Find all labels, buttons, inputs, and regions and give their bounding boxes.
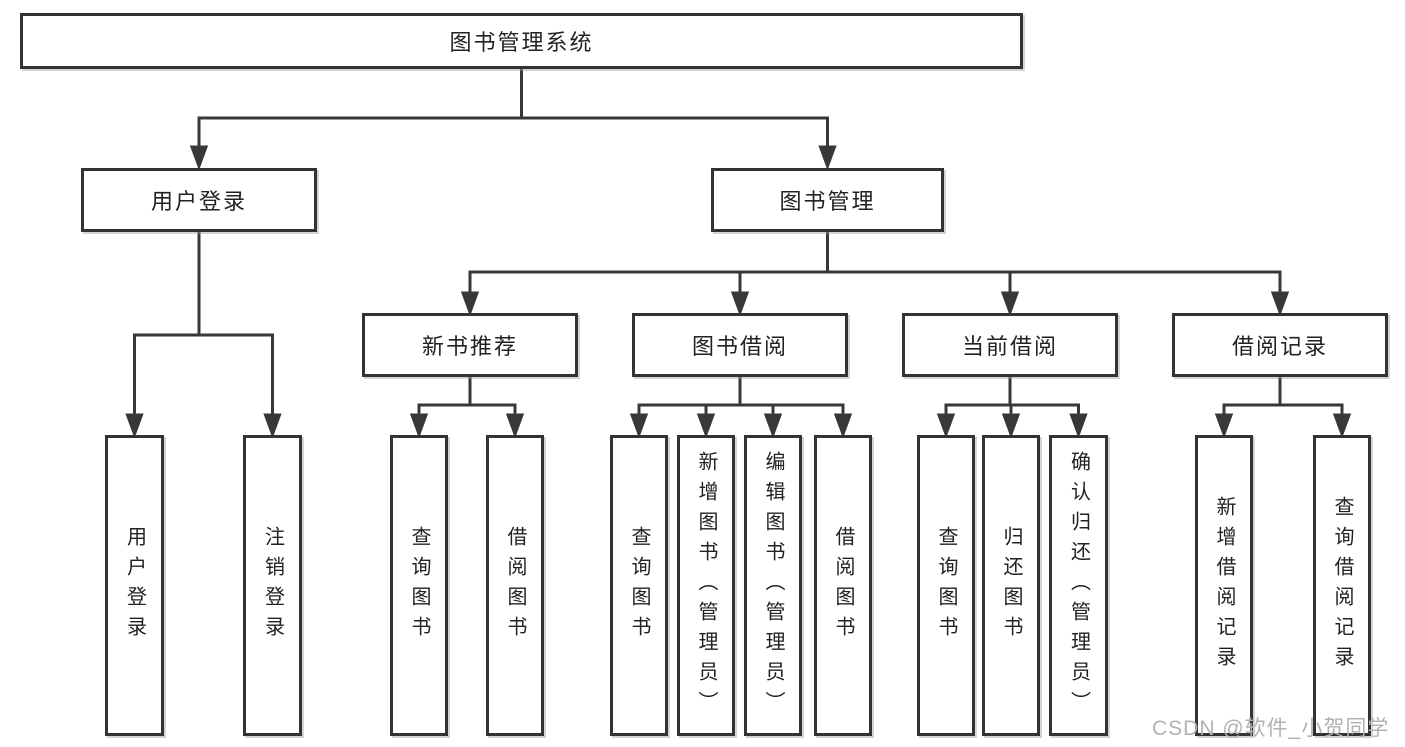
node-label: 图书管理 [779,189,876,214]
node-label: 查询图书 [935,525,957,646]
node-label: 查询图书 [408,525,430,646]
node-label: 用户登录 [150,189,247,214]
connector-borrowing-records-to-children [1214,377,1352,439]
node-new-book-recommend: 新书推荐 [362,313,578,377]
leaf-user-login: 用户登录 [105,435,164,736]
leaf-add-books-admin: 新增图书（管理员） [677,435,735,736]
node-label: 借阅图书 [832,525,854,646]
node-label: 借阅记录 [1231,334,1328,359]
node-current-borrowing: 当前借阅 [902,313,1118,377]
connector-user-login-to-children [125,232,282,439]
node-label: 新增借阅记录 [1213,495,1235,676]
connector-book-management-to-children [460,232,1290,317]
leaf-query-books-3: 查询图书 [917,435,975,736]
node-label: 当前借阅 [961,334,1058,359]
node-label: 确认归还（管理员） [1067,450,1090,721]
connector-root-to-level2 [189,68,837,171]
leaf-query-books-1: 查询图书 [390,435,448,736]
leaf-query-borrow-record: 查询借阅记录 [1313,435,1371,736]
leaf-borrow-books-2: 借阅图书 [814,435,872,736]
node-label: 图书借阅 [691,334,788,359]
connector-current-borrowing-to-children [936,377,1088,439]
leaf-logout-login: 注销登录 [243,435,302,736]
connector-new-book-recommend-to-children [409,377,525,439]
node-label: 归还图书 [1000,525,1022,646]
leaf-confirm-return-admin: 确认归还（管理员） [1049,435,1108,736]
node-label: 用户登录 [123,525,146,646]
node-label: 编辑图书（管理员） [762,450,784,721]
leaf-borrow-books-1: 借阅图书 [486,435,544,736]
node-book-management-system: 图书管理系统 [20,13,1023,69]
leaf-edit-books-admin: 编辑图书（管理员） [744,435,802,736]
node-book-management: 图书管理 [711,168,944,232]
node-label: 注销登录 [261,525,284,646]
connector-book-borrowing-to-children [629,377,853,439]
leaf-query-books-2: 查询图书 [610,435,668,736]
csdn-watermark: CSDN @软件_小贺同学 [1152,717,1390,740]
node-label: 查询图书 [628,525,650,646]
leaf-add-borrow-record: 新增借阅记录 [1195,435,1253,736]
node-label: 查询借阅记录 [1331,495,1353,676]
node-label: 借阅图书 [504,525,526,646]
node-user-login: 用户登录 [81,168,317,232]
node-label: 图书管理系统 [449,30,594,55]
leaf-return-books: 归还图书 [982,435,1040,736]
node-borrowing-records: 借阅记录 [1172,313,1388,377]
node-label: 新增图书（管理员） [695,450,717,721]
node-book-borrowing: 图书借阅 [632,313,848,377]
node-label: 新书推荐 [421,334,518,359]
